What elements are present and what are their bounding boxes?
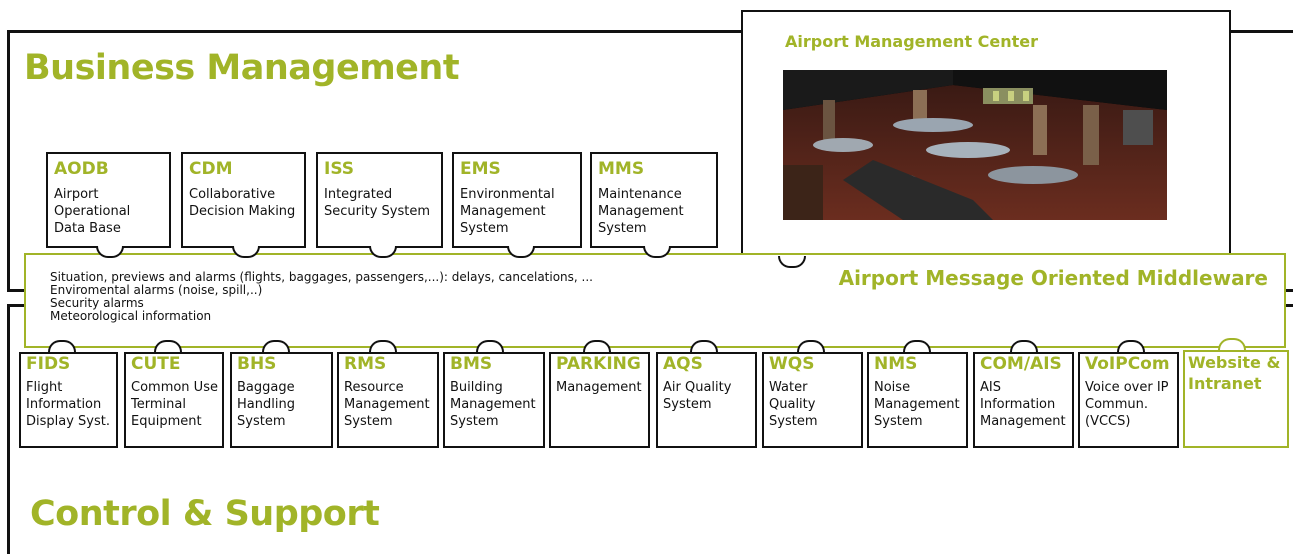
amc-title: Airport Management Center — [785, 32, 1039, 51]
module-nms: NMS Noise Management System — [867, 352, 968, 448]
airport-management-center-panel: Airport Management Center — [741, 10, 1231, 258]
module-fids: FIDS Flight Information Display Syst. — [19, 352, 118, 448]
module-mms: MMS Maintenance Management System — [590, 152, 718, 248]
business-management-title: Business Management — [24, 48, 460, 88]
module-wqs: WQS Water Quality System — [762, 352, 863, 448]
middleware-line-situation: Situation, previews and alarms (flights,… — [50, 270, 593, 284]
module-rms: RMS Resource Management System — [337, 352, 439, 448]
module-parking: PARKING Management — [549, 352, 650, 448]
module-voipcom: VoIPCom Voice over IP Commun. (VCCS) — [1078, 352, 1179, 448]
module-cute: CUTE Common Use Terminal Equipment — [124, 352, 224, 448]
module-aqs: AQS Air Quality System — [656, 352, 757, 448]
control-room-photo — [783, 70, 1167, 220]
middleware-line-security: Security alarms — [50, 296, 144, 310]
module-bms: BMS Building Management System — [443, 352, 545, 448]
middleware-title: Airport Message Oriented Middleware — [838, 266, 1268, 290]
module-iss: ISS Integrated Security System — [316, 152, 443, 248]
module-abbr: AODB — [54, 159, 109, 179]
module-website-intranet: Website & Intranet — [1183, 350, 1289, 448]
module-com-ais: COM/AIS AIS Information Management — [973, 352, 1074, 448]
module-aodb: AODB Airport Operational Data Base — [46, 152, 171, 248]
middleware-line-meteorological: Meteorological information — [50, 309, 212, 323]
module-ems: EMS Environmental Management System — [452, 152, 582, 248]
control-support-title: Control & Support — [30, 494, 380, 534]
module-bhs: BHS Baggage Handling System — [230, 352, 333, 448]
module-cdm: CDM Collaborative Decision Making — [181, 152, 306, 248]
middleware-line-environmental: Enviromental alarms (noise, spill,..) — [50, 283, 263, 297]
middleware-bus: Airport Message Oriented Middleware Situ… — [24, 253, 1286, 348]
